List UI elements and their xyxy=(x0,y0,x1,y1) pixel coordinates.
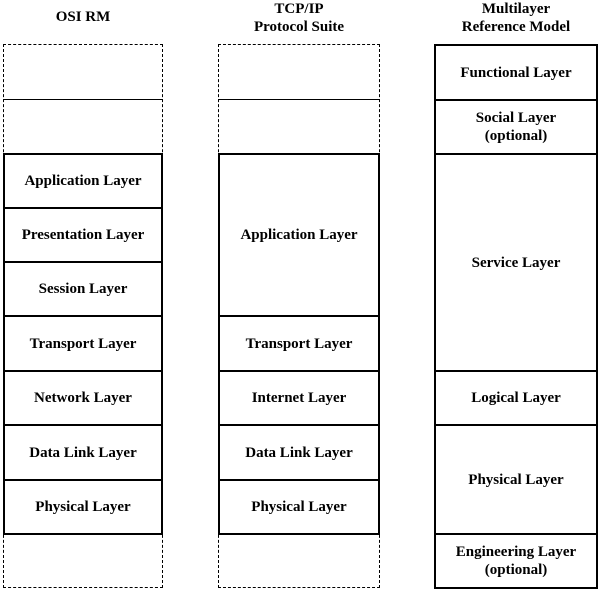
multilayer-service-layer: Service Layer xyxy=(434,153,598,372)
tcpip-physical-layer-label: Physical Layer xyxy=(251,499,347,515)
osi-data-link-layer-label: Data Link Layer xyxy=(29,444,137,461)
multilayer-social-layer-label: Social Layer xyxy=(475,110,557,126)
tcpip-transport-layer: Transport Layer xyxy=(218,315,380,372)
multilayer-physical-layer: Physical Layer xyxy=(434,424,598,535)
multilayer-functional-layer: Functional Layer xyxy=(434,44,598,101)
multilayer-engineering-layer-label: Engineering Layer xyxy=(455,544,577,560)
multilayer-engineering-layer-optional: (optional) xyxy=(484,562,548,578)
osi-data-link-layer: Data Link Layer xyxy=(3,424,163,481)
osi-transport-layer: Transport Layer xyxy=(3,315,163,372)
multilayer-header-line1: Multilayer xyxy=(481,1,551,17)
tcpip-transport-layer-label: Transport Layer xyxy=(245,335,353,352)
multilayer-logical-layer: Logical Layer xyxy=(434,370,598,426)
tcpip-application-layer-label: Application Layer xyxy=(240,227,358,243)
multilayer-engineering-layer: Engineering Layer (optional) xyxy=(434,533,598,589)
osi-session-layer-label: Session Layer xyxy=(38,281,128,297)
multilayer-logical-layer-label: Logical Layer xyxy=(471,390,561,406)
osi-presentation-layer: Presentation Layer xyxy=(3,207,163,263)
osi-session-layer: Session Layer xyxy=(3,261,163,317)
tcpip-data-link-layer: Data Link Layer xyxy=(218,424,380,481)
multilayer-social-layer-optional: (optional) xyxy=(484,128,548,144)
tcpip-header: TCP/IP Protocol Suite xyxy=(218,0,380,36)
tcpip-application-layer: Application Layer xyxy=(218,153,380,317)
osi-presentation-layer-label: Presentation Layer xyxy=(21,227,145,243)
osi-rm-top-divider xyxy=(3,99,163,100)
multilayer-physical-layer-label: Physical Layer xyxy=(468,471,564,488)
tcpip-internet-layer: Internet Layer xyxy=(218,370,380,426)
tcpip-physical-layer: Physical Layer xyxy=(218,479,380,535)
multilayer-social-layer: Social Layer (optional) xyxy=(434,99,598,155)
multilayer-header: Multilayer Reference Model xyxy=(432,0,600,36)
osi-network-layer-label: Network Layer xyxy=(34,390,132,406)
multilayer-functional-layer-label: Functional Layer xyxy=(460,64,572,81)
osi-physical-layer-label: Physical Layer xyxy=(35,499,131,515)
osi-transport-layer-label: Transport Layer xyxy=(29,335,137,352)
tcpip-header-line2: Protocol Suite xyxy=(253,19,345,35)
osi-application-layer-label: Application Layer xyxy=(24,173,142,189)
tcpip-internet-layer-label: Internet Layer xyxy=(251,390,347,406)
tcpip-data-link-layer-label: Data Link Layer xyxy=(245,444,353,461)
osi-physical-layer: Physical Layer xyxy=(3,479,163,535)
multilayer-service-layer-label: Service Layer xyxy=(471,254,561,271)
osi-rm-header: OSI RM xyxy=(3,8,163,26)
tcpip-header-line1: TCP/IP xyxy=(274,1,324,17)
multilayer-header-line2: Reference Model xyxy=(461,19,571,35)
osi-rm-header-text: OSI RM xyxy=(55,9,111,25)
tcpip-top-divider xyxy=(218,99,380,100)
